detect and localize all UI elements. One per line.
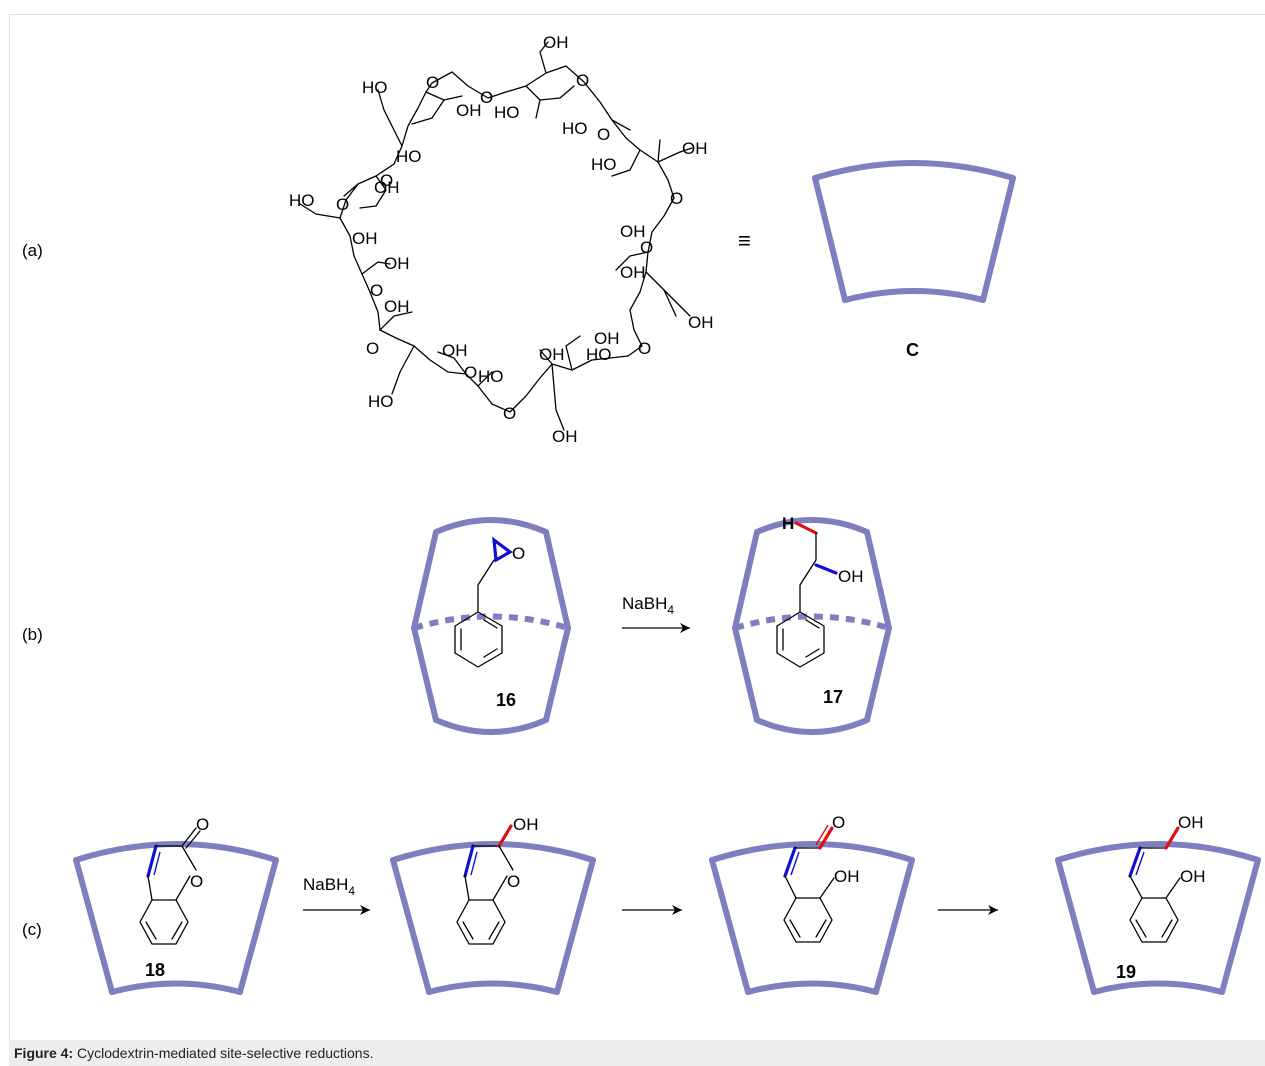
atom-label: O: [576, 71, 589, 90]
atom-label: HO: [396, 147, 422, 166]
cyclodextrin-capsule-16: [411, 517, 571, 735]
caption-text: Cyclodextrin-mediated site-selective red…: [73, 1045, 374, 1061]
atom-label: O: [597, 125, 610, 144]
arrow-head: [360, 905, 370, 915]
molecule-16: O: [454, 536, 525, 668]
panel-label-b: (b): [22, 625, 43, 644]
compound-label-17: 17: [823, 687, 843, 707]
compound-label-19: 19: [1116, 962, 1136, 982]
atom-label: OH: [1180, 867, 1206, 886]
atom-label: O: [670, 189, 683, 208]
compound-label-16: 16: [496, 690, 516, 710]
figure-caption: Figure 4: Cyclodextrin-mediated site-sel…: [9, 1040, 1265, 1066]
atom-label: OH: [838, 567, 864, 586]
atom-label: HO: [494, 103, 520, 122]
atom-label: OH: [682, 139, 708, 158]
cyclodextrin-cup-intermediate-2: [709, 841, 915, 995]
atom-label: OH: [539, 345, 565, 364]
atom-label: OH: [352, 229, 378, 248]
atom-label: OH: [688, 313, 714, 332]
arrow-head: [988, 905, 998, 915]
cyclodextrin-cup-18: [73, 841, 279, 995]
reaction-scheme: (a) (b) (c) OH HO O O O OH HO HO O OH HO: [22, 33, 1261, 995]
atom-label: OH: [384, 254, 410, 273]
atom-label: OH: [620, 263, 646, 282]
cyclodextrin-cup-c: [812, 160, 1016, 303]
atom-label: HO: [586, 345, 612, 364]
atom-label: HO: [289, 191, 315, 210]
compound-label-18: 18: [145, 960, 165, 980]
atom-label: OH: [456, 101, 482, 120]
atom-label: OH: [834, 867, 860, 886]
atom-label: OH: [552, 427, 578, 446]
cyclodextrin-capsule-17: [732, 517, 892, 735]
atom-label: OH: [374, 178, 400, 197]
atom-label: HO: [368, 392, 394, 411]
atom-label: O: [196, 815, 209, 834]
atom-label: O: [507, 872, 520, 891]
atom-label: OH: [384, 297, 410, 316]
cyclodextrin-cup-19: [1055, 841, 1261, 995]
arrow-head: [672, 905, 682, 915]
atom-label: O: [426, 73, 439, 92]
molecule-hemiacetal: OH O: [456, 815, 539, 945]
atom-label: O: [380, 171, 393, 190]
cyclodextrin-structure: OH HO O O O OH HO HO O OH HO HO O OH HO …: [289, 33, 714, 446]
caption-label: Figure 4:: [14, 1045, 74, 1061]
compound-label-c: C: [906, 340, 919, 360]
atom-label: OH: [1178, 813, 1204, 832]
molecule-18: O O: [139, 815, 209, 945]
atom-label: O: [336, 195, 349, 214]
atom-label: O: [190, 872, 203, 891]
atom-label: HO: [591, 155, 617, 174]
atom-label: O: [640, 238, 653, 257]
atom-label: O: [503, 404, 516, 423]
atom-label: OH: [594, 329, 620, 348]
atom-label: OH: [620, 222, 646, 241]
atom-label: O: [480, 88, 493, 107]
atom-label: OH: [442, 341, 468, 360]
arrow-head: [680, 623, 690, 633]
molecule-19: OH OH: [1128, 813, 1206, 943]
atom-label: OH: [543, 33, 569, 52]
atom-label: HO: [362, 78, 388, 97]
panel-label-c: (c): [22, 920, 42, 939]
atom-label: O: [832, 813, 845, 832]
atom-label: HO: [562, 119, 588, 138]
molecule-aldehyde: O OH: [783, 813, 860, 943]
reagent-b: NaBH4: [622, 594, 674, 617]
molecule-17: H OH: [776, 514, 864, 668]
atom-label: OH: [513, 815, 539, 834]
equivalence-symbol: ≡: [738, 228, 751, 253]
atom-label: O: [638, 339, 651, 358]
cyclodextrin-cup-intermediate-1: [390, 841, 596, 995]
atom-label: O: [370, 281, 383, 300]
atom-label: O: [464, 363, 477, 382]
atom-label: O: [366, 339, 379, 358]
atom-label: H: [782, 514, 794, 533]
reagent-c: NaBH4: [303, 875, 355, 898]
atom-label: O: [512, 544, 525, 563]
panel-label-a: (a): [22, 241, 43, 260]
atom-label: HO: [478, 367, 504, 386]
